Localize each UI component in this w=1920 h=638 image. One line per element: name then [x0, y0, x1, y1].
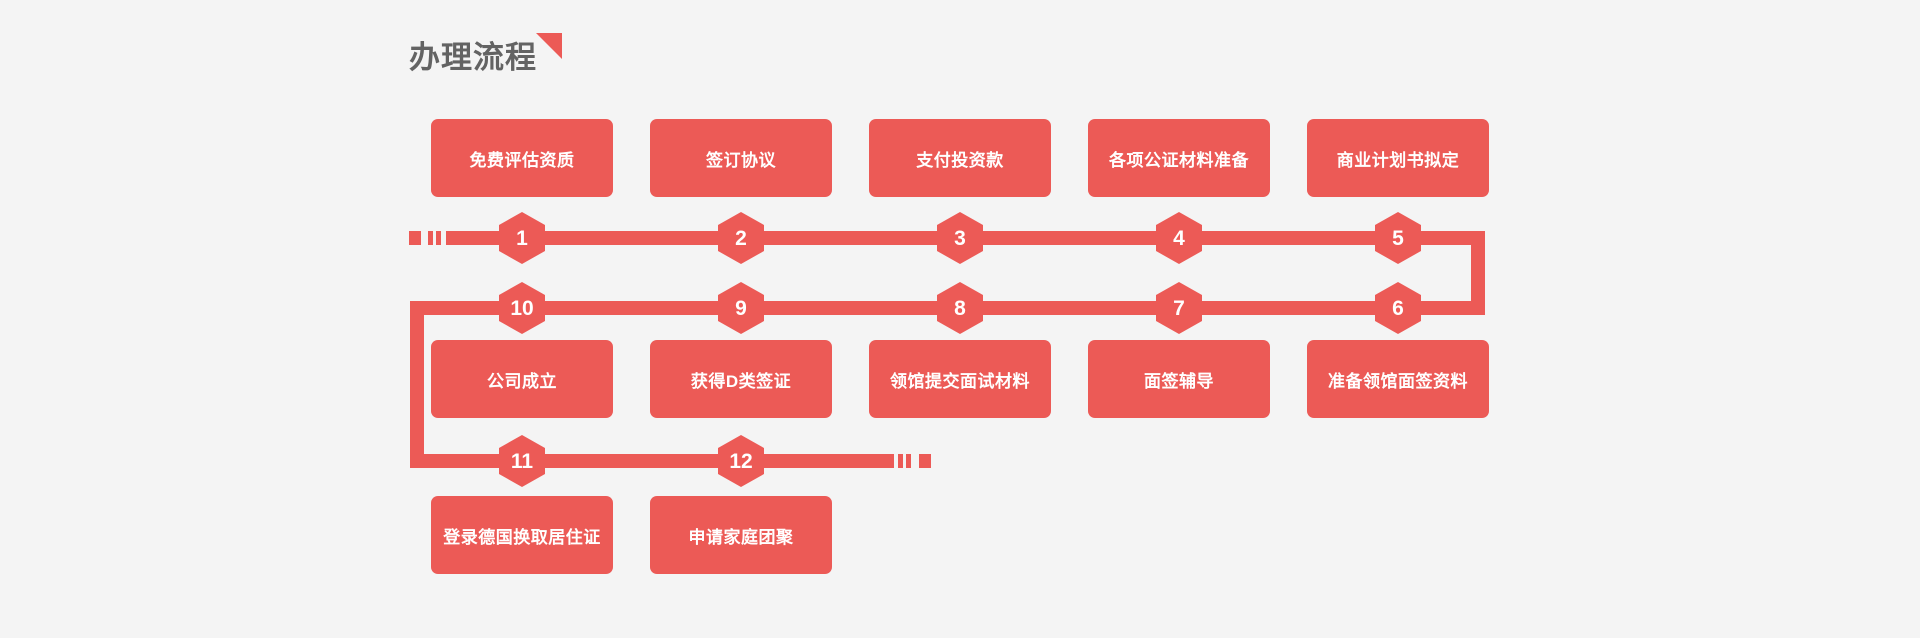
process-step-box-12[interactable]: 申请家庭团聚	[650, 496, 832, 574]
step-marker-6[interactable]: 6	[1375, 282, 1421, 334]
process-step-box-3[interactable]: 支付投资款	[869, 119, 1051, 197]
page-title: 办理流程	[409, 33, 562, 80]
step-marker-12[interactable]: 12	[718, 435, 764, 487]
rail-row3-horizontal	[410, 454, 894, 468]
step-marker-10[interactable]: 10	[499, 282, 545, 334]
process-step-box-10[interactable]: 公司成立	[431, 340, 613, 418]
process-step-box-9[interactable]: 获得D类签证	[650, 340, 832, 418]
step-marker-7[interactable]: 7	[1156, 282, 1202, 334]
process-step-box-1[interactable]: 免费评估资质	[431, 119, 613, 197]
rail-end-square-icon	[919, 454, 931, 468]
rail-end-bar-icon	[906, 454, 911, 468]
rail-start-square-icon	[409, 231, 421, 245]
process-step-box-6[interactable]: 准备领馆面签资料	[1307, 340, 1489, 418]
process-step-box-8[interactable]: 领馆提交面试材料	[869, 340, 1051, 418]
step-marker-3[interactable]: 3	[937, 212, 983, 264]
rail-start-bar-icon	[436, 231, 441, 245]
rail-right-vertical	[1471, 231, 1485, 315]
process-step-box-5[interactable]: 商业计划书拟定	[1307, 119, 1489, 197]
step-marker-4[interactable]: 4	[1156, 212, 1202, 264]
title-triangle-decoration	[536, 33, 562, 59]
rail-left-vertical	[410, 301, 424, 461]
process-step-box-7[interactable]: 面签辅导	[1088, 340, 1270, 418]
step-marker-8[interactable]: 8	[937, 282, 983, 334]
process-step-box-2[interactable]: 签订协议	[650, 119, 832, 197]
step-marker-11[interactable]: 11	[499, 435, 545, 487]
step-marker-2[interactable]: 2	[718, 212, 764, 264]
process-step-box-4[interactable]: 各项公证材料准备	[1088, 119, 1270, 197]
step-marker-5[interactable]: 5	[1375, 212, 1421, 264]
page-title-text: 办理流程	[409, 40, 537, 75]
step-marker-1[interactable]: 1	[499, 212, 545, 264]
rail-end-bar-icon	[898, 454, 903, 468]
process-step-box-11[interactable]: 登录德国换取居住证	[431, 496, 613, 574]
step-marker-9[interactable]: 9	[718, 282, 764, 334]
rail-start-bar-icon	[428, 231, 433, 245]
